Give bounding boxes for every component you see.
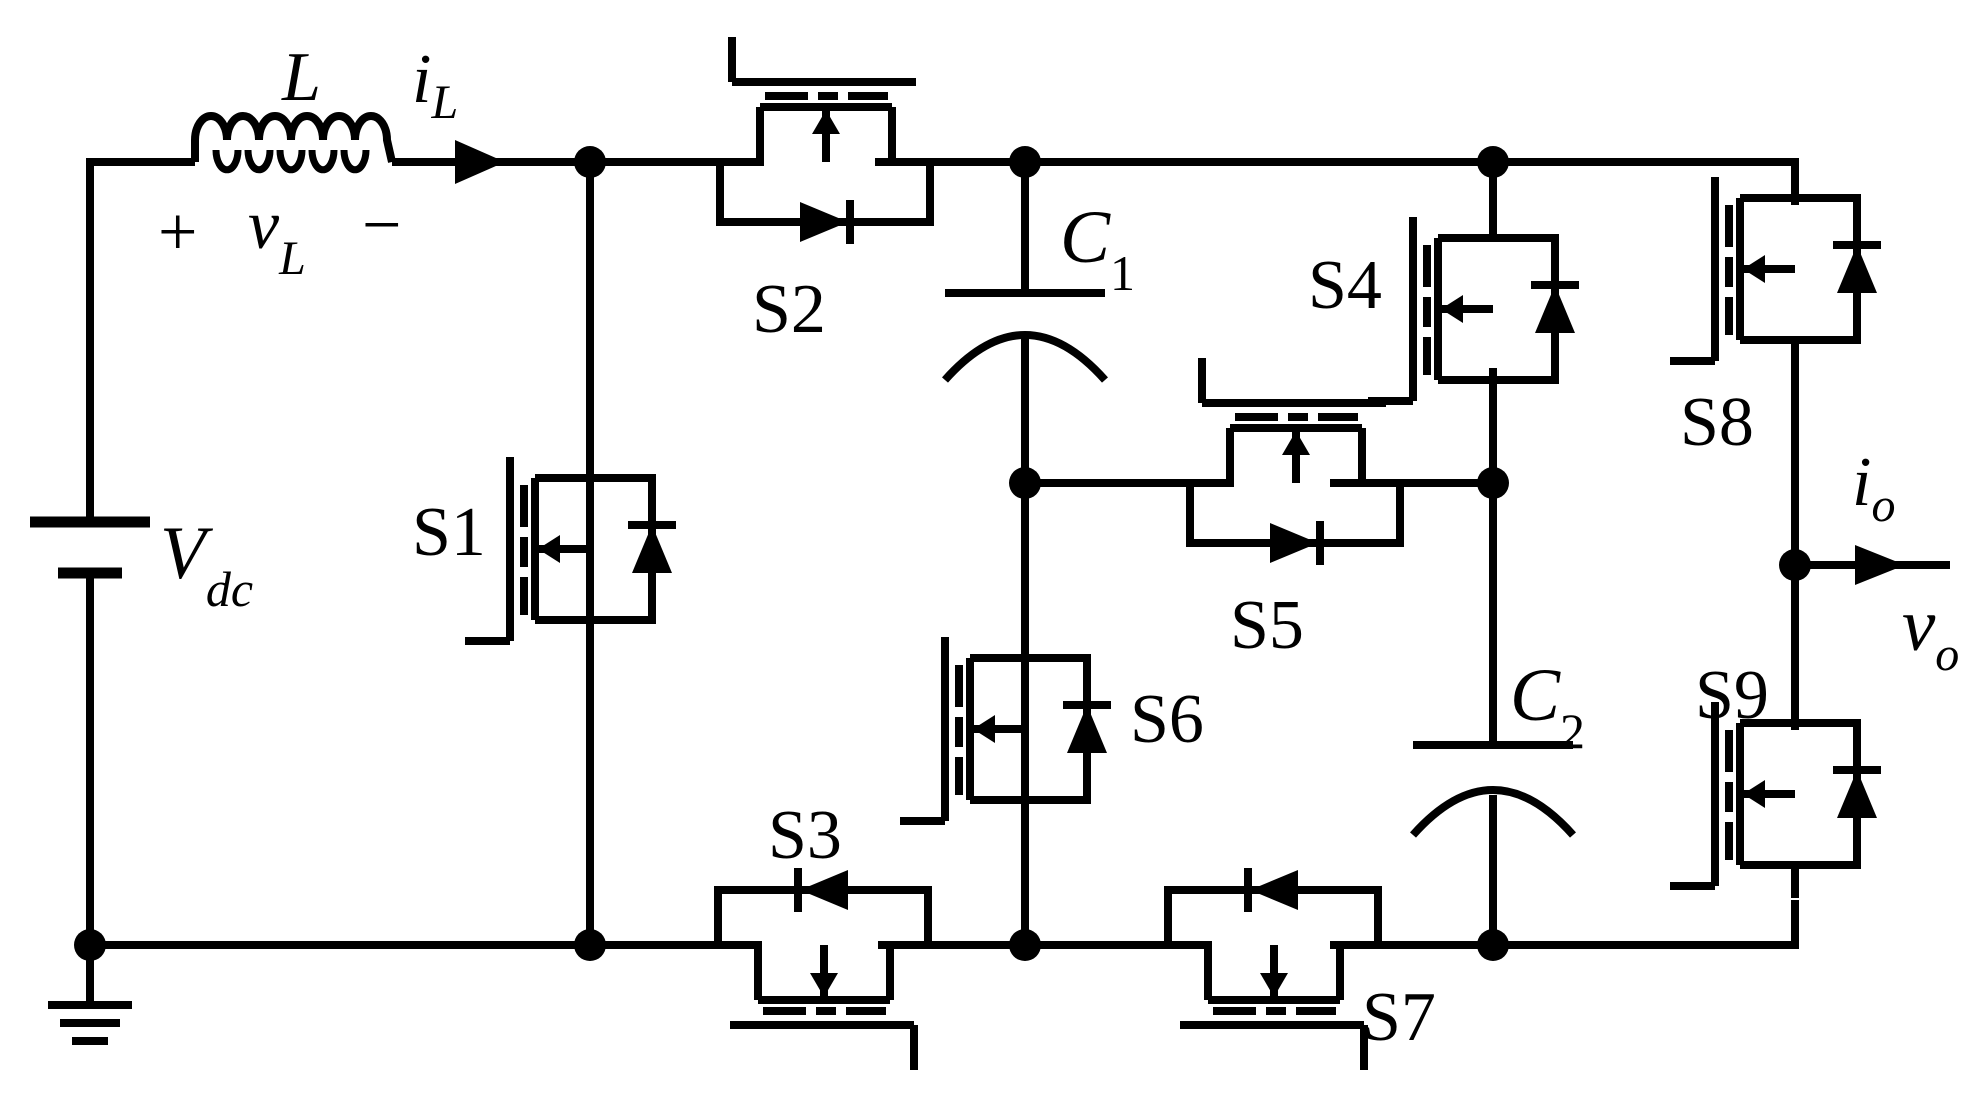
switch-s7-label: S7 [1362, 979, 1436, 1056]
node-dot [574, 146, 606, 178]
switch-s4-label: S4 [1308, 247, 1382, 324]
switch-s8-label: S8 [1680, 384, 1754, 461]
switch-s9-label: S9 [1695, 657, 1769, 734]
switch-s8 [1670, 165, 1881, 373]
switch-s1-label: S1 [412, 494, 486, 571]
current-arrow-iL [455, 140, 505, 184]
output-voltage-label: vo [1902, 584, 1959, 681]
switch-s7 [1168, 868, 1378, 1070]
switch-s6 [900, 625, 1111, 833]
inductor-voltage-minus: − [362, 187, 401, 264]
junction-dots [74, 146, 1811, 961]
capacitor-c2 [1410, 741, 1576, 838]
switch-s6-label: S6 [1130, 681, 1204, 758]
switch-s3-label: S3 [768, 797, 842, 874]
wires [86, 158, 1950, 1003]
capacitor-c1-label: C1 [1060, 196, 1135, 301]
capacitor-c1 [942, 289, 1108, 383]
switch-s5 [1190, 358, 1400, 565]
switch-s2-label: S2 [752, 271, 826, 348]
node-dot [1009, 146, 1041, 178]
inductor-voltage-plus: + [158, 194, 197, 271]
switch-s4 [1368, 205, 1579, 413]
switch-s3 [718, 868, 928, 1070]
inductor [191, 112, 396, 174]
switch-s1 [465, 445, 676, 653]
source-label: Vdc [160, 512, 253, 617]
node-dot [1477, 146, 1509, 178]
inductor-current-label: iL [412, 41, 458, 129]
labels: L iL + vL − Vdc C1 C2 io vo S1 S2 S3 S4 … [158, 39, 1959, 1056]
switch-s5-label: S5 [1230, 587, 1304, 664]
node-dot [1477, 467, 1509, 499]
capacitor-c2-label: C2 [1510, 654, 1585, 759]
dc-source [30, 516, 150, 579]
inductor-voltage-label: vL [248, 187, 306, 285]
node-dot [574, 929, 606, 961]
ground-symbol [48, 1001, 132, 1045]
inductor-label: L [281, 39, 321, 116]
current-arrow-io [1855, 545, 1905, 585]
node-dot [1009, 929, 1041, 961]
node-dot [74, 929, 106, 961]
output-current-label: io [1852, 444, 1895, 532]
node-dot [1009, 467, 1041, 499]
node-dot [1779, 549, 1811, 581]
node-dot [1477, 929, 1509, 961]
switch-s2 [720, 37, 930, 244]
